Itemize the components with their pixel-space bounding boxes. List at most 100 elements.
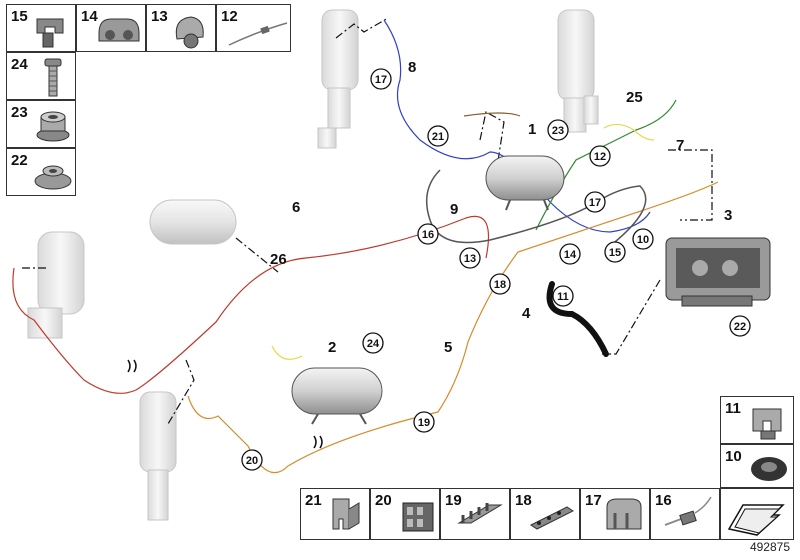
- callout-circle-20: [241, 449, 263, 471]
- part-cell-14[interactable]: 14: [76, 4, 146, 52]
- callout-number: 15: [609, 247, 621, 259]
- callout-label-3: 3: [724, 207, 732, 224]
- callout-circle-17b: [370, 68, 392, 90]
- four-way-clip-icon: [457, 503, 503, 524]
- callout-circle-15: [604, 241, 626, 263]
- clamp-icon: [752, 408, 782, 440]
- line-bracket-icon: [530, 506, 574, 530]
- line-connector-icon: [228, 22, 288, 46]
- part-number: 12: [221, 8, 238, 25]
- callout-number: 20: [246, 455, 258, 467]
- part-cell-17[interactable]: 17: [580, 488, 650, 540]
- callout-circle-13: [459, 247, 481, 269]
- callout-label-8: 8: [408, 59, 416, 76]
- callout-number: 22: [734, 321, 746, 333]
- double-clip-icon: [98, 18, 140, 42]
- callout-label-26: 26: [270, 251, 287, 268]
- callout-label-6: 6: [292, 199, 300, 216]
- callout-number: 17: [375, 74, 387, 86]
- callout-label-25: 25: [626, 89, 643, 106]
- part-cell-15[interactable]: 15: [6, 4, 76, 52]
- pressure-reservoir-1: [485, 155, 565, 211]
- front-left-air-strut: [317, 9, 359, 149]
- part-number: 13: [151, 8, 168, 25]
- part-cell-20[interactable]: 20: [370, 488, 440, 540]
- part-number: 15: [11, 8, 28, 25]
- connector-plug-icon: [664, 496, 712, 526]
- callout-number: 16: [422, 229, 434, 241]
- callout-circle-24: [362, 332, 384, 354]
- callout-circle-22: [729, 315, 751, 337]
- part-number: 23: [11, 104, 28, 121]
- callout-label-2: 2: [328, 339, 336, 356]
- callout-circle-23: [547, 119, 569, 141]
- part-number: 18: [515, 492, 532, 509]
- callout-circle-18: [489, 273, 511, 295]
- callout-number: 21: [432, 131, 444, 143]
- callout-circle-12: [589, 145, 611, 167]
- part-cell-16[interactable]: 16: [650, 488, 720, 540]
- part-number: 17: [585, 492, 602, 509]
- part-cell-11[interactable]: 11: [720, 396, 794, 444]
- part-cell-18[interactable]: 18: [510, 488, 580, 540]
- part-number: 24: [11, 56, 28, 73]
- grommet-icon: [751, 457, 787, 481]
- line-holder-icon: [332, 498, 360, 530]
- bolt-icon: [44, 58, 62, 97]
- flange-nut-icon: [34, 165, 72, 190]
- part-cell-19[interactable]: 19: [440, 488, 510, 540]
- callout-label-4: 4: [522, 305, 531, 322]
- arrow-symbol-cell: [720, 488, 794, 540]
- circled-callouts: [241, 68, 751, 471]
- callout-circle-14: [559, 243, 581, 265]
- callout-circle-19: [413, 411, 435, 433]
- diagram-id: 492875: [749, 540, 790, 554]
- callout-label-1: 1: [528, 121, 536, 138]
- hose-clip-icon: [175, 16, 204, 49]
- part-number: 16: [655, 492, 672, 509]
- callout-circle-17a: [584, 191, 606, 213]
- part-cell-23[interactable]: 23: [6, 100, 76, 148]
- part-cell-10[interactable]: 10: [720, 444, 794, 488]
- callout-number: 13: [464, 253, 476, 265]
- nut-icon: [36, 111, 70, 142]
- part-cell-13[interactable]: 13: [146, 4, 216, 52]
- callout-label-9: 9: [450, 201, 458, 218]
- callout-number: 23: [552, 125, 564, 137]
- part-number: 20: [375, 492, 392, 509]
- navigation-arrow-icon: [727, 504, 785, 536]
- part-number: 19: [445, 492, 462, 509]
- callout-circle-10: [632, 228, 654, 250]
- part-number: 22: [11, 152, 28, 169]
- part-cell-24[interactable]: 24: [6, 52, 76, 100]
- callout-number: 14: [564, 249, 577, 261]
- multi-clip-icon: [402, 502, 434, 532]
- callout-number: 17: [589, 197, 601, 209]
- front-right-air-strut: [557, 9, 599, 133]
- part-cell-21[interactable]: 21: [300, 488, 370, 540]
- callout-circle-16: [417, 223, 439, 245]
- air-supply-compressor: [665, 237, 771, 307]
- part-cell-12[interactable]: 12: [216, 4, 291, 52]
- double-holder-icon: [606, 498, 642, 530]
- intake-hose: [546, 281, 609, 357]
- callout-label-7: 7: [676, 137, 684, 154]
- empty-area: [76, 52, 291, 100]
- callout-number: 10: [637, 234, 649, 246]
- rear-right-air-strut: [139, 391, 177, 521]
- clip-icon: [36, 18, 64, 48]
- callout-label-5: 5: [444, 339, 452, 356]
- line-break-marks: [127, 359, 323, 449]
- callout-number: 18: [494, 279, 506, 291]
- pressure-reservoir-2: [291, 367, 383, 425]
- callout-circle-21: [427, 125, 449, 147]
- part-number: 11: [725, 400, 741, 417]
- part-number: 10: [725, 448, 742, 465]
- part-cell-22[interactable]: 22: [6, 148, 76, 196]
- callout-circle-11: [552, 285, 574, 307]
- callout-number: 12: [594, 151, 606, 163]
- callout-number: 19: [418, 417, 430, 429]
- callout-number: 24: [367, 338, 380, 350]
- part-number: 14: [81, 8, 98, 25]
